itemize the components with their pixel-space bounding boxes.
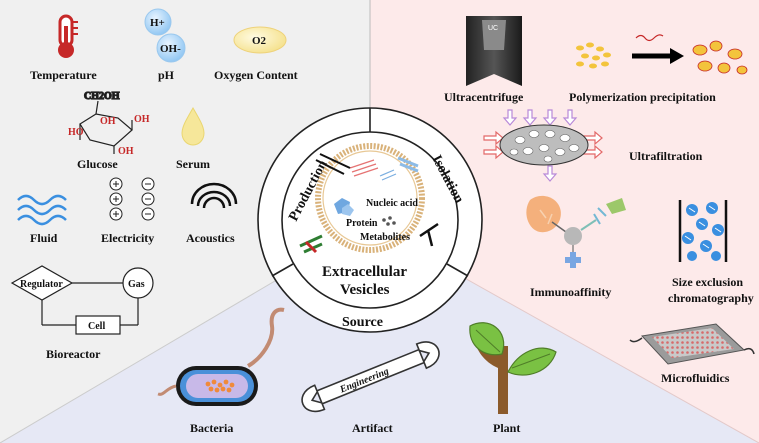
electricity-label: Electricity xyxy=(101,231,154,245)
serum-droplet-icon xyxy=(181,107,205,146)
fluid-waves-icon xyxy=(17,194,67,226)
ho-group: HO xyxy=(68,127,84,138)
isolation-sector xyxy=(370,0,759,443)
bacteria-icon xyxy=(157,307,285,406)
bioreactor-diagram xyxy=(10,265,154,335)
immunoaffinity-icon xyxy=(526,195,626,268)
metabolites-label: Metabolites xyxy=(360,232,410,243)
oh-minus-label: OH- xyxy=(160,43,181,55)
oh-group-1: OH xyxy=(100,116,116,127)
microfluidics-chip-icon xyxy=(629,323,755,365)
cell-label: Cell xyxy=(88,321,105,332)
nucleic-acid-icon xyxy=(349,159,397,181)
temperature-label: Temperature xyxy=(30,68,97,82)
acoustics-icon xyxy=(190,182,238,209)
oh-group-3: OH xyxy=(118,146,134,157)
gas-label: Gas xyxy=(128,279,145,290)
nucleic-acid-label: Nucleic acid xyxy=(366,198,418,209)
h-plus-label: H+ xyxy=(150,17,165,29)
thermometer-icon xyxy=(58,14,78,58)
oxygen-symbol: O2 xyxy=(252,35,267,47)
uc-tag: UC xyxy=(488,25,498,32)
bacteria-label: Bacteria xyxy=(190,421,233,435)
protein-label: Protein xyxy=(346,218,378,229)
polymerization-icon xyxy=(576,34,748,75)
size-exclusion-column-icon xyxy=(678,200,728,262)
size-exclusion-label-2: chromatography xyxy=(668,291,754,305)
ph-icon: H+ OH- xyxy=(144,8,186,63)
ultracentrifuge-label: Ultracentrifuge xyxy=(444,90,524,104)
metabolites-icon xyxy=(382,216,396,226)
regulator-label: Regulator xyxy=(20,279,63,290)
microfluidics-label: Microfluidics xyxy=(661,371,730,385)
electricity-icon xyxy=(109,177,155,221)
fluid-label: Fluid xyxy=(30,231,58,245)
bioreactor-label: Bioreactor xyxy=(46,347,101,361)
acoustics-label: Acoustics xyxy=(186,231,235,245)
glucose-structure-icon: CH2OH xyxy=(79,90,133,154)
artifact-label: Artifact xyxy=(352,421,393,435)
ph-label: pH xyxy=(158,68,175,82)
protein-icon xyxy=(334,198,354,216)
plant-label: Plant xyxy=(493,421,520,435)
ultrafiltration-label: Ultrafiltration xyxy=(629,149,703,163)
immunoaffinity-label: Immunoaffinity xyxy=(530,285,611,299)
glucose-label: Glucose xyxy=(77,157,118,171)
source-title: Source xyxy=(342,315,383,330)
ultracentrifuge-icon: UC xyxy=(466,16,522,86)
vesicle-illustration xyxy=(299,143,439,254)
polymerization-label: Polymerization precipitation xyxy=(569,90,716,104)
plant-icon xyxy=(469,322,557,414)
ev-title-line2: Vesicles xyxy=(340,282,390,298)
ev-title-line1: Extracellular xyxy=(322,264,407,280)
ultrafiltration-icon xyxy=(483,109,603,182)
size-exclusion-label-1: Size exclusion xyxy=(672,275,743,289)
glucose-formula-label: CH2OH xyxy=(84,91,120,102)
oxygen-icon: O2 xyxy=(233,26,287,54)
serum-label: Serum xyxy=(176,157,210,171)
oh-group-2: OH xyxy=(134,114,150,125)
oxygen-content-label: Oxygen Content xyxy=(214,68,298,82)
